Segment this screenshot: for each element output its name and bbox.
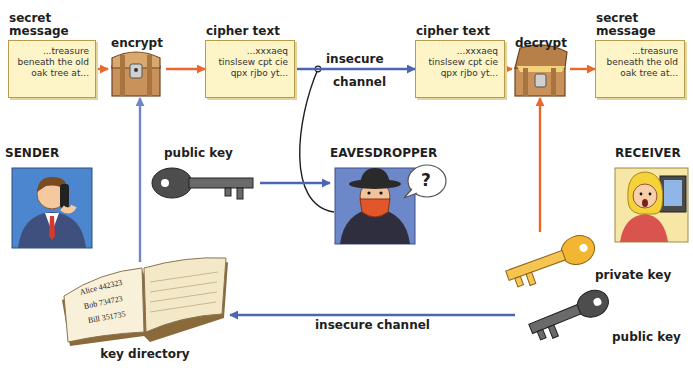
connector-arrow <box>295 68 415 70</box>
cipher-box: cipher text...xxxaeq tinslsew cpt cie qp… <box>415 40 505 98</box>
speech-bubble <box>404 165 446 198</box>
decrypt-node: decrypt <box>512 36 570 98</box>
public-key-icon <box>526 286 614 345</box>
box-text: ...xxxaeq tinslsew cpt cie qpx rjbo yt..… <box>206 41 294 84</box>
connector-arrow <box>139 98 141 262</box>
public-key-node: public key <box>515 286 690 344</box>
connector-arrow <box>570 68 595 70</box>
node-label: decrypt <box>512 36 570 50</box>
decrypt-chest <box>515 45 567 96</box>
connector-arrow <box>230 314 515 316</box>
connector-arrow <box>505 68 512 70</box>
node-label: key directory <box>60 347 230 361</box>
sender-node: SENDER <box>5 146 100 252</box>
box-heading: secret message <box>9 12 97 38</box>
eavesdropper-node: EAVESDROPPER <box>330 146 450 246</box>
message-box: secret message...treasure beneath the ol… <box>8 40 96 98</box>
encrypt-node: encrypt <box>108 36 166 98</box>
node-label: private key <box>595 268 685 282</box>
connector-arrow <box>96 68 108 70</box>
sender-figure <box>12 168 92 248</box>
tap-wire <box>300 69 334 212</box>
channel-label: insecure channel <box>313 318 432 332</box>
box-text: ...treasure beneath the old oak tree at.… <box>9 41 95 84</box>
private-key-icon <box>503 231 600 292</box>
node-label: public key <box>164 146 260 160</box>
connector-arrow <box>260 182 330 184</box>
encrypt-chest <box>112 52 160 96</box>
box-heading: cipher text <box>416 25 506 38</box>
node-label: encrypt <box>108 36 166 50</box>
node-label: EAVESDROPPER <box>330 146 450 160</box>
cipher-box: cipher text...xxxaeq tinslsew cpt cie qp… <box>205 40 295 98</box>
node-label: SENDER <box>5 146 100 160</box>
box-heading: secret message <box>596 12 686 38</box>
eavesdropper-figure <box>335 168 415 244</box>
box-text: ...treasure beneath the old oak tree at.… <box>596 41 684 84</box>
receiver-node: RECEIVER <box>612 146 690 246</box>
key-directory-book <box>62 258 228 346</box>
channel-label: insecure <box>324 52 386 66</box>
box-heading: cipher text <box>206 25 296 38</box>
question-mark: ? <box>421 170 431 190</box>
receiver-figure <box>615 168 688 242</box>
connector-arrow <box>539 98 541 232</box>
message-box: secret message...treasure beneath the ol… <box>595 40 685 98</box>
public-key-icon <box>152 168 253 199</box>
box-text: ...xxxaeq tinslsew cpt cie qpx rjbo yt..… <box>416 41 504 84</box>
key-directory-node: key directory <box>60 262 230 362</box>
channel-label: channel <box>333 75 386 89</box>
private-key-node: private key <box>495 232 685 284</box>
node-label: public key <box>612 330 690 344</box>
connector-arrow <box>166 68 205 70</box>
public-key-node: public key <box>150 146 260 202</box>
node-label: RECEIVER <box>615 146 690 160</box>
